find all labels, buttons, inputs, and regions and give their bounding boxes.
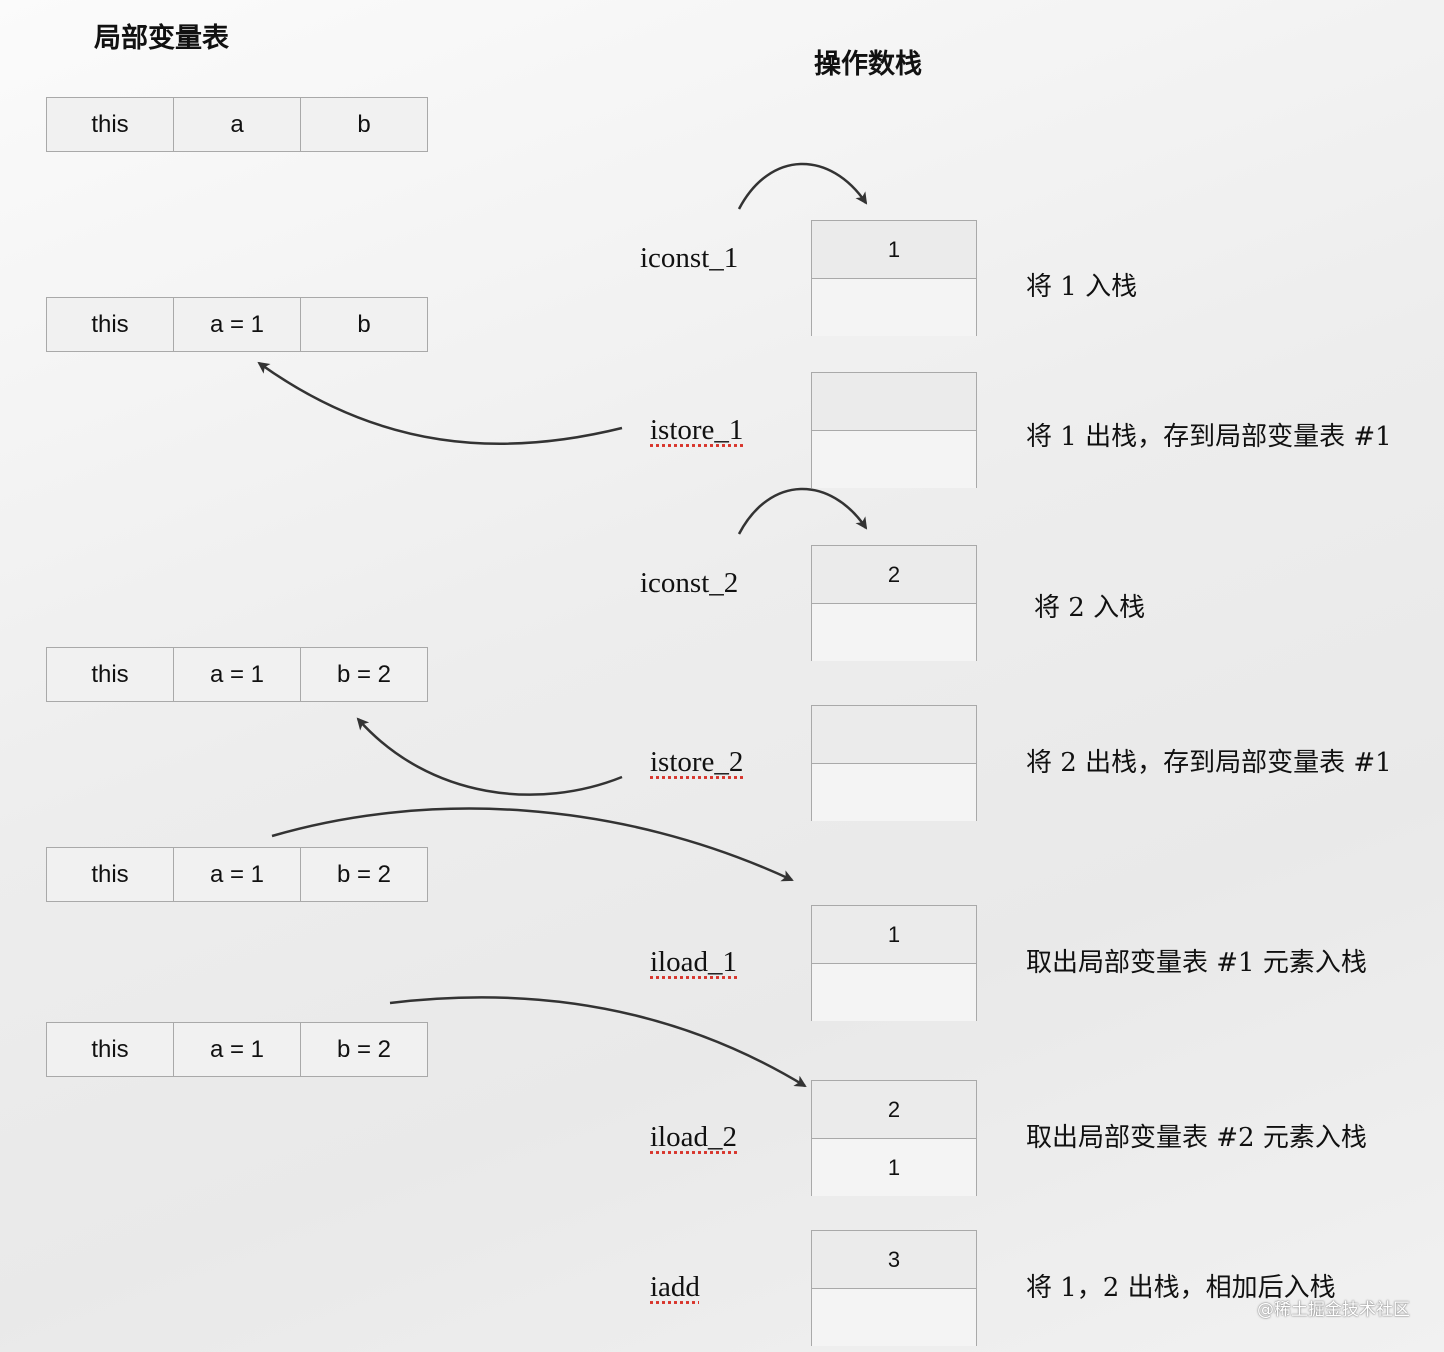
lvt-cell-b: b	[357, 110, 371, 138]
lvt-cell-this: this	[47, 648, 174, 701]
store-arrow-2	[356, 717, 623, 796]
store-arrow-1	[257, 361, 623, 446]
stack-slot-bottom	[812, 964, 976, 1021]
step-description: 将 2 入栈	[1034, 593, 1146, 623]
lvt-cell-a: a	[174, 98, 301, 151]
stack-slot-top: 2	[812, 546, 976, 604]
stack-slot-top: 2	[812, 1081, 976, 1139]
step-description: 将 1，2 出栈，相加后入栈	[1026, 1273, 1336, 1303]
lvt-cell-b: b = 2	[336, 660, 392, 688]
operand-stack	[811, 705, 977, 821]
lvt-cell-a: a = 1	[174, 648, 301, 701]
stack-slot-bottom	[812, 764, 976, 821]
stack-slot-top	[812, 706, 976, 764]
lvt-cell-b: b = 2	[336, 1035, 392, 1063]
step-description: 将 2 出栈，存到局部变量表 #1	[1026, 748, 1392, 778]
instruction-iadd: iadd	[650, 1271, 700, 1303]
stack-slot-top	[812, 373, 976, 431]
instruction-iconst-2: iconst_2	[640, 567, 739, 599]
lvt-cell-this: this	[47, 848, 174, 901]
instruction-iconst-1: iconst_1	[640, 242, 739, 274]
local-variable-table: this a = 1 b = 2	[46, 847, 428, 902]
operand-stack: 1	[811, 905, 977, 1021]
local-variable-table: this a b	[46, 97, 428, 152]
operand-stack-heading: 操作数栈	[814, 49, 922, 80]
operand-stack: 1	[811, 220, 977, 336]
stack-slot-bottom	[812, 1289, 976, 1346]
stack-slot-top: 1	[812, 221, 976, 279]
lvt-cell-a: a = 1	[174, 1023, 301, 1076]
instruction-istore-2: istore_2	[650, 746, 744, 778]
stack-slot-top: 3	[812, 1231, 976, 1289]
push-arrow-1	[737, 162, 868, 210]
load-arrow-1	[271, 807, 794, 882]
stack-slot-bottom: 1	[812, 1139, 976, 1196]
lvt-cell-this: this	[47, 98, 174, 151]
watermark: @稀土掘金技术社区	[1257, 1300, 1410, 1320]
step-description: 将 1 入栈	[1026, 272, 1138, 302]
load-arrow-2	[389, 996, 807, 1088]
instruction-iload-1: iload_1	[650, 946, 737, 978]
push-arrow-2	[737, 487, 868, 535]
local-variable-table-heading: 局部变量表	[94, 23, 229, 54]
operand-stack: 2 1	[811, 1080, 977, 1196]
local-variable-table: this a = 1 b = 2	[46, 647, 428, 702]
lvt-cell-b: b	[357, 310, 371, 338]
lvt-cell-this: this	[47, 298, 174, 351]
step-description: 取出局部变量表 #1 元素入栈	[1026, 948, 1367, 978]
operand-stack: 2	[811, 545, 977, 661]
local-variable-table: this a = 1 b	[46, 297, 428, 352]
step-description: 取出局部变量表 #2 元素入栈	[1026, 1123, 1367, 1153]
instruction-iload-2: iload_2	[650, 1121, 737, 1153]
stack-slot-bottom	[812, 431, 976, 488]
instruction-istore-1: istore_1	[650, 414, 744, 446]
lvt-cell-b: b = 2	[336, 860, 392, 888]
lvt-cell-this: this	[47, 1023, 174, 1076]
operand-stack	[811, 372, 977, 488]
stack-slot-bottom	[812, 604, 976, 661]
lvt-cell-a: a = 1	[174, 848, 301, 901]
step-description: 将 1 出栈，存到局部变量表 #1	[1026, 422, 1392, 452]
stack-slot-top: 1	[812, 906, 976, 964]
operand-stack: 3	[811, 1230, 977, 1346]
stack-slot-bottom	[812, 279, 976, 336]
local-variable-table: this a = 1 b = 2	[46, 1022, 428, 1077]
lvt-cell-a: a = 1	[174, 298, 301, 351]
